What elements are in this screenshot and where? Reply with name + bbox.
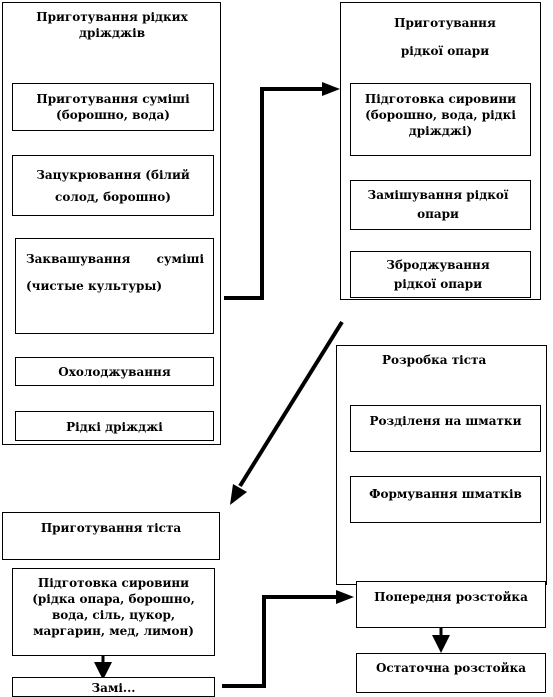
connector-dough-to-processing [222,595,340,688]
step-raw-materials-dough [12,568,215,656]
panel-dough-processing [336,345,547,585]
step-label: Приготування суміші (борошно, вода) [36,92,190,122]
step-label: Підготовка сировини (рідка опара, борошн… [32,576,195,638]
step-label: Розділеня на шматки [369,414,522,428]
step-label: Формування шматків [369,487,522,501]
step-preliminary-proofing [356,581,546,628]
step-label: Зброджування рідкої опари [386,258,490,291]
step-dividing [350,405,541,452]
step-saccharification [12,155,214,216]
step-label: Зацукрювання (білий солод, борошно) [36,168,190,204]
step-shaping [350,476,541,523]
panel-title-liquid-yeast: Приготування рідких дріжджів [36,10,188,40]
panel-title-dough-preparation: Приготування тіста [40,521,182,535]
step-final-proofing [356,653,546,693]
step-liquid-yeast [15,411,214,441]
step-cooling [15,357,214,386]
step-sponge-kneading [350,180,531,230]
step-mix-preparation [12,83,214,131]
step-label: Остаточна розстойка [375,661,527,675]
panel-title-liquid-sponge: Приготування рідкої опари [394,16,496,58]
step-label: Замішування рідкої опари [367,188,509,221]
step-label: Охолоджування [58,365,171,379]
step-souring [15,238,214,334]
panel-dough-preparation [2,512,220,560]
step-label: Попередня розстойка [374,590,528,604]
step-label: Підготовка сировини (борошно, вода, рідк… [364,92,517,138]
step-raw-materials-sponge [350,83,531,156]
step-label: Заквашування суміші (чистые культуры) [26,252,204,293]
connector-sponge-to-dough [238,320,344,488]
step-sponge-fermentation [350,251,531,298]
step-label: Замі... [91,681,136,695]
connector-yeast-to-sponge [224,87,326,300]
panel-title-dough-processing: Розробка тіста [382,353,487,367]
step-label: Рідкі дріжджі [66,420,163,434]
